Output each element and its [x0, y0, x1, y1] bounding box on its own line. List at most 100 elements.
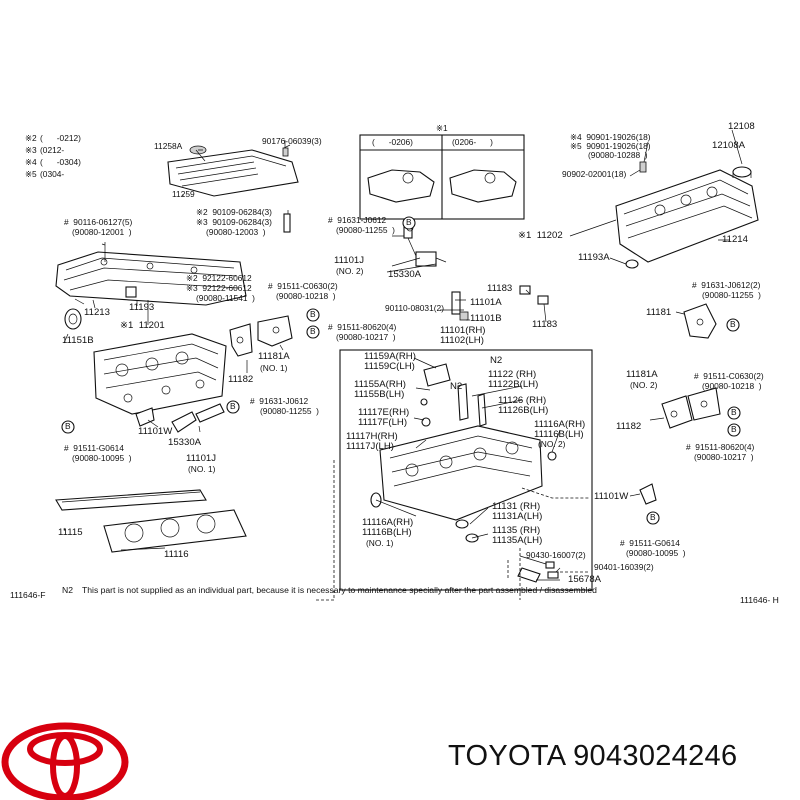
label-90080-10095-l: (90080-10095 )	[72, 453, 132, 463]
inset-right-range: (0206- )	[452, 137, 493, 147]
label-91511-80620-r: # 91511-80620(4)	[686, 442, 755, 452]
label-11117e: 11117E(RH)	[358, 407, 410, 418]
label-12108: 12108	[728, 121, 755, 132]
label-11126: 11126 (RH)	[498, 395, 547, 406]
label-90080-12001: (90080-12001 )	[72, 227, 132, 237]
label-no2-a: (NO. 2)	[336, 266, 364, 276]
label-11159a: 11159A(RH)	[364, 351, 416, 362]
callout-b-6: B	[731, 407, 737, 417]
label-91511-g0614-r: # 91511-G0614	[620, 538, 680, 548]
brackets-right	[639, 303, 721, 505]
label-11116a-no2: 11116A(RH)	[534, 419, 586, 430]
legend-range-3: ( -0304)	[40, 157, 81, 167]
label-91631-j0612-l: # 91631-J0612	[250, 396, 309, 406]
label-11122: 11122 (RH)	[488, 369, 537, 380]
fittings-bottom	[517, 548, 559, 600]
label-92122-b: ※3 92122-60612	[186, 283, 252, 293]
label-no2-b: (NO. 2)	[538, 439, 566, 449]
legend-range-2: (0212-	[40, 145, 79, 155]
callout-b-5: B	[730, 319, 736, 329]
label-no1-c: (NO. 1)	[366, 538, 394, 548]
valve-cover-left	[55, 242, 247, 330]
inset-left-range: ( -0206)	[372, 137, 413, 147]
label-11101j-l: 11101J	[186, 453, 217, 464]
label-90080-10217: (90080-10217 )	[336, 332, 396, 342]
brackets-left	[135, 315, 293, 433]
label-90080-12003: (90080-12003 )	[206, 227, 266, 237]
label-11135: 11135 (RH)	[492, 525, 541, 536]
label-11181a-no1: 11181A	[258, 351, 290, 362]
label-11159c: 11159C(LH)	[364, 361, 415, 372]
label-90176: 90176-06039(3)	[262, 136, 322, 146]
label-91511-c0630: # 91511-C0630(2)	[268, 281, 338, 291]
label-11116a-no1: 11116A(RH)	[362, 517, 414, 528]
label-11116b-no2: 11116B(LH)	[534, 429, 584, 440]
label-90080-10217-r: (90080-10217 )	[694, 452, 754, 462]
legend-range-1: ( -0212)	[40, 133, 81, 143]
legend-code-3: ※4	[25, 157, 37, 167]
callout-b-9: B	[65, 421, 71, 431]
label-91511-80620: # 91511-80620(4)	[328, 322, 397, 332]
label-11151b: 11151B	[62, 335, 94, 346]
label-11116b-no1: 11116B(LH)	[362, 527, 412, 538]
label-90080-11541: (90080-11541 )	[196, 293, 255, 303]
label-91631-j0612-c: # 91631-J0612	[328, 215, 387, 225]
label-11202: ※1 11202	[518, 230, 563, 241]
label-90080-11255-l: (90080-11255 )	[260, 406, 319, 416]
label-11131: 11131 (RH)	[492, 501, 541, 512]
label-11101w-r: 11101W	[594, 491, 629, 502]
label-90080-10288: (90080-10288 )	[588, 150, 648, 160]
gaskets-left	[55, 489, 247, 553]
legend-range-4: (0304-	[40, 169, 79, 179]
label-11117h: 11117H(RH)	[346, 431, 398, 442]
label-11101j-c: 11101J	[334, 255, 365, 266]
label-90080-11255-c: (90080-11255 )	[336, 225, 395, 235]
label-no2-c: (NO. 2)	[630, 380, 658, 390]
label-11258a: 11258A	[154, 141, 183, 151]
label-11117f: 11117F(LH)	[358, 417, 408, 428]
legend-code-1: ※2	[25, 133, 37, 143]
label-11101w: 11101W	[138, 426, 173, 437]
label-90110: 90110-08031(2)	[385, 303, 444, 313]
inset-box-top	[359, 134, 525, 220]
label-11213: 11213	[84, 307, 110, 318]
label-11181: 11181	[646, 307, 672, 318]
label-91511-g0614-l: # 91511-G0614	[64, 443, 124, 453]
legend-code-2: ※3	[25, 145, 37, 155]
label-11135a: 11135A(LH)	[492, 535, 543, 546]
label-15330a-c: 15330A	[388, 269, 422, 280]
oil-control-valve	[403, 221, 549, 321]
label-90109-b: ※3 90109-06284(3)	[196, 217, 272, 227]
label-11117j: 11117J(LH)	[346, 441, 394, 452]
callout-b-8: B	[650, 512, 656, 522]
label-11131a: 11131A(LH)	[492, 511, 543, 522]
label-90109-a: ※2 90109-06284(3)	[196, 207, 272, 217]
label-92122-a: ※2 92122-60612	[186, 273, 252, 283]
inset-title: ※1	[436, 123, 448, 133]
label-11259: 11259	[172, 189, 195, 199]
callout-b-1: B	[406, 217, 412, 227]
label-11126b: 11126B(LH)	[498, 405, 549, 416]
label-91511-c0630-r: # 91511-C0630(2)	[694, 371, 764, 381]
toyota-logo-icon	[1, 722, 129, 800]
label-11102-lh: 11102(LH)	[440, 335, 484, 346]
label-no1-b: (NO. 1)	[188, 464, 216, 474]
label-11101-rh: 11101(RH)	[440, 325, 486, 336]
label-11122b: 11122B(LH)	[488, 379, 539, 390]
label-90080-10218: (90080-10218 )	[276, 291, 336, 301]
label-11101a: 11101A	[470, 297, 502, 308]
label-11101b: 11101B	[470, 313, 502, 324]
note-text: This part is not supplied as an individu…	[82, 585, 597, 595]
label-90401: 90401-16039(2)	[594, 562, 654, 572]
label-90080-10218-r: (90080-10218 )	[702, 381, 762, 391]
label-no1-a: (NO. 1)	[260, 363, 288, 373]
label-90902: 90902-02001(18)	[562, 169, 627, 179]
label-11116: 11116	[164, 549, 189, 560]
label-11115: 11115	[58, 527, 83, 538]
label-11193: 11193	[129, 302, 155, 313]
label-15678a: 15678A	[568, 574, 602, 585]
callout-b-2: B	[310, 309, 316, 319]
label-90116: # 90116-06127(5)	[64, 217, 133, 227]
diagram-code: 111646-F	[10, 590, 46, 600]
label-90080-11255-r: (90080-11255 )	[702, 290, 761, 300]
